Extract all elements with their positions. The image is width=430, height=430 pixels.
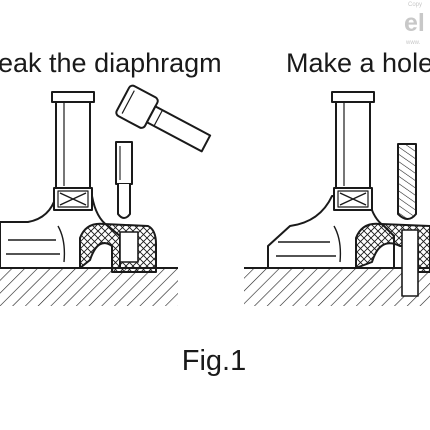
ground-hatch: [0, 268, 178, 306]
figure-label: Fig.1: [182, 345, 246, 377]
panel-left-break-diaphragm: [0, 84, 212, 306]
pipe: [55, 97, 91, 189]
svg-text:www.: www.: [405, 40, 421, 46]
ground-hatch-right: [244, 268, 430, 306]
diaphragm-window: [119, 231, 139, 263]
watermark: Copy el www.: [404, 2, 425, 46]
panel-caption-right: Make a hole: [286, 48, 430, 78]
punch: [115, 141, 133, 185]
panel-right-make-hole: [244, 91, 430, 306]
drill-bit-icon: [397, 143, 417, 220]
pipe-right: [335, 97, 371, 189]
hammer-icon: [115, 84, 212, 153]
drilled-hole: [401, 229, 419, 297]
svg-text:Copy: Copy: [408, 2, 422, 8]
panel-caption-left: eak the diaphragm: [0, 48, 222, 78]
svg-text:el: el: [404, 9, 425, 37]
